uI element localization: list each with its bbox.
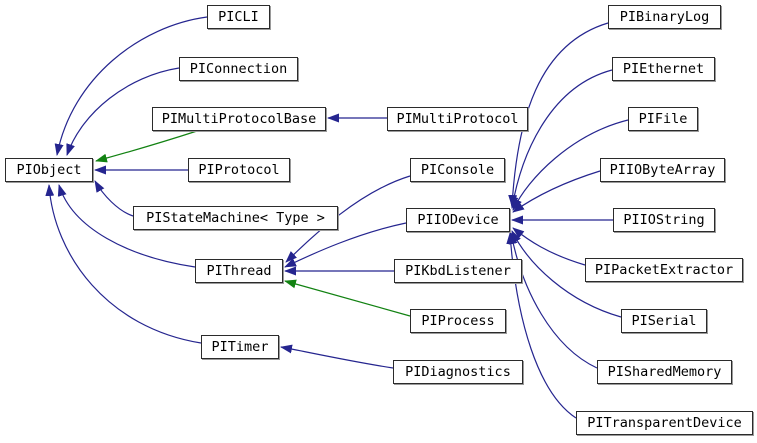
class-node-pimultiprotocol[interactable]: PIMultiProtocol	[387, 107, 528, 131]
class-node-label: PIConnection	[189, 61, 288, 77]
class-node-label: PIMultiProtocolBase	[161, 111, 317, 127]
inheritance-edge-pimultiprotocolbase-to-piobject	[95, 130, 198, 163]
class-node-pipacketextractor[interactable]: PIPacketExtractor	[585, 258, 743, 282]
class-node-piprotocol[interactable]: PIProtocol	[188, 158, 290, 182]
class-node-label: PIIODevice	[417, 212, 499, 228]
class-node-piconsole[interactable]: PIConsole	[410, 158, 505, 182]
inheritance-edge-pipacketextractor-to-piiodevice	[512, 227, 586, 266]
inheritance-edge-piethernet-to-piiodevice	[509, 69, 613, 209]
class-node-piiobytearray[interactable]: PIIOByteArray	[600, 158, 725, 182]
class-node-pifile[interactable]: PIFile	[628, 107, 698, 131]
class-node-label: PIBinaryLog	[619, 9, 710, 25]
class-node-piiostring[interactable]: PIIOString	[613, 208, 715, 232]
class-node-label: PIIOByteArray	[609, 162, 716, 178]
inheritance-edge-piiobytearray-to-piiodevice	[512, 170, 601, 213]
class-node-label: PIMultiProtocol	[396, 111, 519, 127]
class-node-piethernet[interactable]: PIEthernet	[612, 57, 715, 81]
class-node-piserial[interactable]: PISerial	[621, 309, 707, 333]
class-node-label: PIIOString	[623, 212, 705, 228]
class-node-pisharedmemory[interactable]: PISharedMemory	[597, 360, 732, 384]
inheritance-edge-piiodevice-to-pithread	[284, 222, 407, 268]
class-node-label: PIObject	[16, 162, 82, 178]
class-node-label: PIThread	[206, 263, 272, 279]
inheritance-edge-pitimer-to-piobject	[45, 184, 202, 344]
inheritance-edge-pidiagnostics-to-pitimer	[280, 344, 394, 369]
class-node-pidiagnostics[interactable]: PIDiagnostics	[393, 360, 523, 384]
class-node-pistatemachine[interactable]: PIStateMachine< Type >	[133, 206, 338, 230]
class-node-label: PITimer	[211, 339, 269, 355]
class-node-label: PICLI	[218, 9, 259, 25]
class-node-label: PIKbdListener	[405, 263, 511, 279]
class-node-label: PIConsole	[420, 162, 495, 178]
class-node-pimultiprotocolbase[interactable]: PIMultiProtocolBase	[152, 107, 326, 131]
class-node-label: PIProtocol	[198, 162, 280, 178]
class-node-pikbdlistener[interactable]: PIKbdListener	[394, 259, 522, 283]
inheritance-edge-pistatemachine-to-piobject	[94, 180, 134, 217]
class-node-label: PISerial	[631, 313, 697, 329]
inheritance-edge-picli-to-piobject	[54, 16, 208, 156]
class-node-piconnection[interactable]: PIConnection	[179, 57, 298, 81]
inheritance-edge-piconnection-to-piobject	[66, 67, 180, 156]
class-node-label: PITransparentDevice	[587, 415, 742, 431]
inheritance-edge-pibinarylog-to-piiodevice	[508, 22, 609, 207]
inheritance-edge-piserial-to-piiodevice	[511, 230, 622, 318]
class-node-pitimer[interactable]: PITimer	[201, 335, 279, 359]
class-node-pitransparentdevice[interactable]: PITransparentDevice	[576, 411, 753, 435]
class-node-label: PIEthernet	[622, 61, 705, 77]
class-node-pibinarylog[interactable]: PIBinaryLog	[608, 5, 721, 29]
inheritance-edge-pisharedmemory-to-piiodevice	[508, 232, 598, 369]
class-node-label: PIPacketExtractor	[594, 262, 734, 278]
class-node-piobject[interactable]: PIObject	[5, 158, 93, 182]
class-node-piiodevice[interactable]: PIIODevice	[406, 208, 510, 232]
class-node-label: PISharedMemory	[607, 364, 722, 380]
inheritance-edge-piconsole-to-pithread	[285, 175, 411, 263]
class-node-label: PIFile	[638, 111, 688, 127]
class-node-label: PIDiagnostics	[405, 364, 511, 380]
class-node-piprocess[interactable]: PIProcess	[410, 309, 506, 333]
inheritance-edge-pifile-to-piiodevice	[512, 119, 629, 211]
class-node-pithread[interactable]: PIThread	[195, 259, 283, 283]
inheritance-edge-piprocess-to-pithread	[284, 279, 411, 317]
class-node-label: PIStateMachine< Type >	[146, 210, 325, 226]
inheritance-edge-pithread-to-piobject	[57, 184, 196, 268]
class-node-picli[interactable]: PICLI	[207, 5, 270, 29]
class-node-label: PIProcess	[421, 313, 495, 329]
